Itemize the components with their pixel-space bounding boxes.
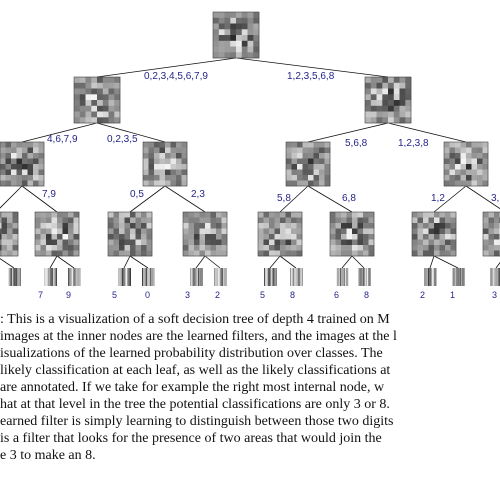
tree-nodes xyxy=(0,11,500,257)
tree-edge xyxy=(429,255,435,269)
leaf-class-label: 5 xyxy=(260,290,265,300)
filter-image xyxy=(0,211,19,257)
tree-edges xyxy=(0,57,500,269)
tree-edge xyxy=(204,255,221,269)
tree-edge xyxy=(164,185,206,213)
tree-edge xyxy=(56,255,75,269)
tree-edge xyxy=(0,258,15,269)
distribution-bar xyxy=(118,268,131,286)
tree-edge xyxy=(307,122,389,143)
filter-image xyxy=(285,141,331,187)
figure-caption: : This is a visualization of a soft deci… xyxy=(0,311,500,464)
tree-edge xyxy=(465,185,500,210)
filter-image xyxy=(107,211,153,257)
caption-line: hat at that level in the tree the potent… xyxy=(0,397,390,412)
tree-edge xyxy=(341,255,353,269)
filter-image xyxy=(257,211,303,257)
tree-edge xyxy=(123,255,131,269)
leaf-class-label: 7 xyxy=(38,290,43,300)
distribution-bar xyxy=(264,268,277,286)
tree-edge xyxy=(433,185,467,213)
distribution-bar xyxy=(214,268,227,286)
caption-line: likely classification at each leaf, as w… xyxy=(0,363,391,378)
distribution-bar xyxy=(424,268,437,286)
leaf-class-label: 0 xyxy=(145,290,150,300)
edge-label: 5,6,8 xyxy=(345,138,368,149)
tree-edge xyxy=(129,185,166,213)
caption-line: is a filter that looks for the presence … xyxy=(0,431,382,446)
tree-edge xyxy=(433,255,459,269)
tree-edge xyxy=(129,255,149,269)
leaf-class-label: 8 xyxy=(290,290,295,300)
tree-edge xyxy=(269,255,281,269)
leaf-class-label: 3 xyxy=(492,290,497,300)
leaf-class-label: 2 xyxy=(215,290,220,300)
tree-edge xyxy=(351,255,365,269)
distribution-bar xyxy=(8,268,21,286)
tree-edge xyxy=(96,57,237,78)
distribution-bar xyxy=(452,268,465,286)
filter-image xyxy=(482,211,500,257)
tree-edge xyxy=(495,262,500,269)
distribution-bar xyxy=(190,268,203,286)
filter-image xyxy=(411,211,457,257)
edge-label: 3, xyxy=(491,193,499,204)
edge-label: 1,2,3,5,6,8 xyxy=(287,71,335,82)
filter-image xyxy=(364,76,412,124)
tree-edge xyxy=(307,185,353,213)
edge-label: 6,8 xyxy=(342,193,356,204)
filter-image xyxy=(0,141,45,187)
filter-image xyxy=(443,141,489,187)
soft-decision-tree-figure: 0,2,3,4,5,6,7,9 1,2,3,5,6,8 4,6,7,9 0,2,3,5… xyxy=(0,11,500,300)
filter-image xyxy=(212,11,260,59)
filter-image xyxy=(34,211,80,257)
filter-image xyxy=(329,211,375,257)
distribution-bar xyxy=(490,268,500,286)
tree-edge xyxy=(279,255,297,269)
tree-edge xyxy=(279,185,309,213)
leaf-class-label: 1 xyxy=(450,290,455,300)
leaf-class-label: 2 xyxy=(420,290,425,300)
caption-line: e 3 to make an 8. xyxy=(0,448,96,463)
edge-label: 2,3 xyxy=(191,189,205,200)
tree-edge xyxy=(49,255,58,269)
tree-edge xyxy=(21,122,98,143)
leaf-class-label: 6 xyxy=(334,290,339,300)
caption-line: are annotated. If we take for example th… xyxy=(0,380,385,395)
leaf-class-label: 8 xyxy=(364,290,369,300)
edge-label: 0,2,3,5 xyxy=(107,134,138,145)
distribution-bar xyxy=(44,268,57,286)
leaf-class-label: 9 xyxy=(66,290,71,300)
leaf-class-label: 3 xyxy=(185,290,190,300)
distribution-bar xyxy=(68,268,81,286)
tree-edge xyxy=(387,122,467,143)
tree-edge xyxy=(235,57,389,78)
edge-label: 7,9 xyxy=(42,189,56,200)
edge-label: 1,2,3,8 xyxy=(398,138,429,149)
distribution-bar xyxy=(358,268,371,286)
caption-line: earned filter is simply learning to dist… xyxy=(0,414,394,429)
distribution-bar xyxy=(290,268,303,286)
distribution-bar xyxy=(142,268,155,286)
tree-labels: 0,2,3,4,5,6,7,9 1,2,3,5,6,8 4,6,7,9 0,2,3,5… xyxy=(38,71,499,300)
caption-line: : This is a visualization of a soft deci… xyxy=(0,312,390,327)
distribution-bar xyxy=(336,268,349,286)
filter-image xyxy=(182,211,228,257)
leaf-distributions xyxy=(8,268,500,286)
edge-label: 4,6,7,9 xyxy=(47,134,78,145)
filter-image xyxy=(142,141,188,187)
edge-label: 0,2,3,4,5,6,7,9 xyxy=(144,71,208,82)
edge-label: 1,2 xyxy=(431,193,445,204)
tree-edge xyxy=(0,185,23,209)
caption-line: isualizations of the learned probability… xyxy=(0,346,383,361)
edge-label: 5,8 xyxy=(277,193,291,204)
tree-edge xyxy=(96,122,166,143)
tree-edge xyxy=(195,255,206,269)
edge-label: 0,5 xyxy=(130,189,144,200)
caption-line: images at the inner nodes are the learne… xyxy=(0,329,397,344)
tree-edge xyxy=(21,185,58,213)
leaf-class-label: 5 xyxy=(112,290,117,300)
filter-image xyxy=(73,76,121,124)
